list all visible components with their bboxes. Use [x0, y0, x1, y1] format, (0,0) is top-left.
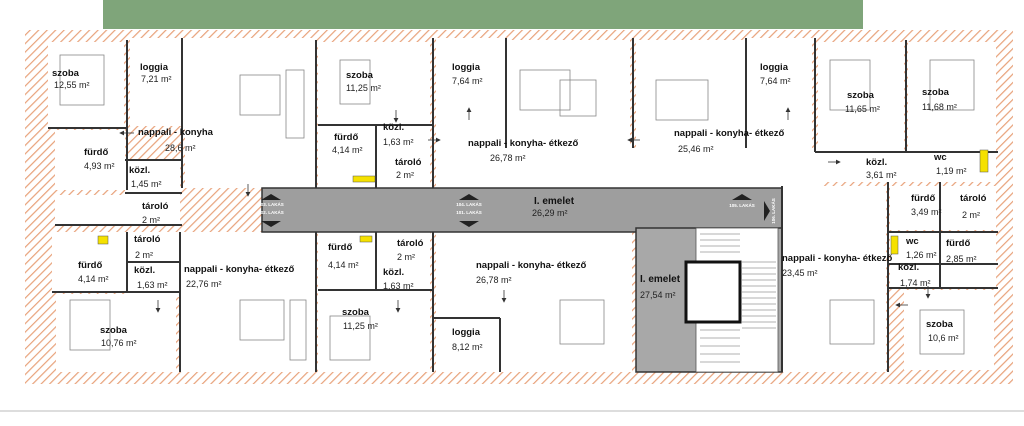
room-area: 1,26 m² [906, 250, 937, 260]
room-area: 12,55 m² [54, 80, 90, 90]
room-area: 1,63 m² [383, 281, 414, 291]
room-name: tároló [960, 193, 987, 204]
room-area: 26,78 m² [476, 275, 512, 285]
room-name: szoba [847, 90, 875, 101]
room-name: nappali - konyha- étkező [468, 138, 579, 149]
room-area: 8,12 m² [452, 342, 483, 352]
room-name: loggia [760, 62, 789, 73]
room-name: wc [905, 236, 919, 247]
room-area: 28,6 m² [165, 143, 196, 153]
access-arrows [119, 107, 931, 313]
stair-hall-name: I. emelet [640, 274, 681, 285]
room-name: fürdő [334, 132, 358, 143]
room-area: 7,64 m² [760, 76, 791, 86]
room-area: 11,25 m² [343, 321, 378, 331]
room-area: 2 m² [396, 170, 414, 180]
corridor [261, 187, 783, 233]
unit-tag-103: 103. LAKÁS [258, 201, 284, 207]
room-name: fürdő [84, 147, 108, 158]
room-area: 4,14 m² [78, 274, 109, 284]
unit-markers [261, 194, 770, 227]
room-area: 4,14 m² [332, 145, 363, 155]
yellow-markers [97, 149, 989, 255]
stair-hall-area: 27,54 m² [640, 290, 676, 300]
unit-tag-106: 106. LAKÁS [770, 198, 776, 224]
room-name: közl. [134, 265, 155, 276]
unit-tag-102: 102. LAKÁS [258, 209, 284, 215]
unit-tag-105: 105. LAKÁS [729, 202, 755, 208]
room-name: közl. [129, 165, 150, 176]
room-area: 11,25 m² [346, 83, 381, 93]
room-name: fürdő [946, 238, 970, 249]
corridor-name: I. emelet [534, 196, 575, 207]
room-area: 11,68 m² [922, 102, 957, 112]
room-name: loggia [452, 62, 481, 73]
room-area: 1,45 m² [131, 179, 162, 189]
room-area: 1,19 m² [936, 166, 967, 176]
room-name: szoba [100, 325, 128, 336]
room-area: 10,76 m² [101, 338, 137, 348]
room-area: 3,49 m² [911, 207, 942, 217]
room-name: szoba [922, 87, 950, 98]
room-area: 1,63 m² [383, 137, 414, 147]
interior-spaces [48, 38, 996, 372]
room-name: nappali - konyha- étkező [476, 260, 587, 271]
room-area: 26,78 m² [490, 153, 526, 163]
room-name: nappali - konyha- étkező [674, 128, 785, 139]
room-name: fürdő [78, 260, 102, 271]
room-name: közl. [383, 267, 404, 278]
room-name: tároló [397, 238, 424, 249]
room-name: tároló [395, 157, 422, 168]
room-area: 7,21 m² [141, 74, 172, 84]
room-area: 2,85 m² [946, 254, 977, 264]
room-name: szoba [346, 70, 374, 81]
room-area: 2 m² [135, 250, 153, 260]
furniture [59, 54, 975, 361]
room-area: 3,61 m² [866, 170, 897, 180]
room-area: 1,63 m² [137, 280, 168, 290]
room-name: wc [933, 152, 947, 163]
room-area: 2 m² [962, 210, 980, 220]
room-name: loggia [452, 327, 481, 338]
room-name: tároló [142, 201, 169, 212]
room-name: szoba [926, 319, 954, 330]
room-name: tároló [134, 234, 161, 245]
room-area: 7,64 m² [452, 76, 483, 86]
room-name: közl. [866, 157, 887, 168]
room-area: 2 m² [142, 215, 160, 225]
green-roof [103, 0, 863, 29]
corridor-area: 26,29 m² [532, 208, 568, 218]
room-labels: szoba 12,55 m² loggia 7,21 m² szoba 11,2… [52, 62, 987, 352]
room-area: 10,6 m² [928, 333, 959, 343]
room-name: közl. [383, 122, 404, 133]
interior-walls [48, 38, 998, 372]
room-name: nappali - konyha [138, 127, 214, 138]
room-area: 25,46 m² [678, 144, 714, 154]
stairwell [635, 227, 783, 373]
room-area: 23,45 m² [782, 268, 818, 278]
room-name: szoba [52, 68, 80, 79]
room-name: nappali - konyha- étkező [782, 253, 893, 264]
room-name: loggia [140, 62, 169, 73]
room-area: 11,65 m² [845, 104, 880, 114]
unit-tag-104: 104. LAKÁS [456, 201, 482, 207]
room-name: nappali - konyha- étkező [184, 264, 295, 275]
room-name: fürdő [911, 193, 935, 204]
room-name: fürdő [328, 242, 352, 253]
room-area: 4,14 m² [328, 260, 359, 270]
room-name: közl. [898, 262, 919, 273]
room-area: 4,93 m² [84, 161, 115, 171]
room-area: 2 m² [397, 252, 415, 262]
room-area: 1,74 m² [900, 278, 931, 288]
unit-tag-101: 101. LAKÁS [456, 209, 482, 215]
room-area: 22,76 m² [186, 279, 222, 289]
room-name: szoba [342, 307, 370, 318]
